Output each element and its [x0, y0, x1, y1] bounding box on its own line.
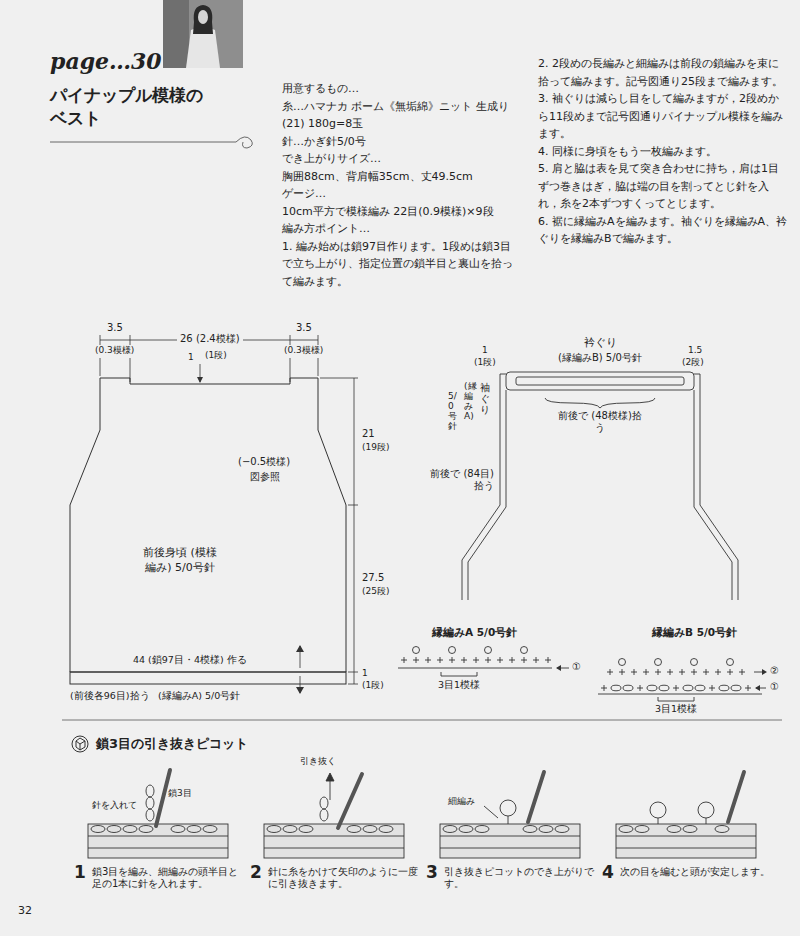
step-illustration — [616, 772, 756, 858]
part-label: 袖ぐり — [480, 382, 490, 415]
dimension-label: 1 — [362, 668, 368, 679]
materials-text: でき上がりサイズ… — [282, 150, 516, 168]
instruction-text: 3. 袖ぐりは減らし目をして編みますが，2段めから11段めまで記号図通りパイナッ… — [538, 90, 788, 143]
body-outline — [70, 370, 350, 688]
hem-band — [70, 672, 346, 684]
pickup-label: 前後で (84目)拾う — [430, 468, 494, 492]
edging-label: (縁編みA) 5/0号針 — [158, 690, 240, 701]
dimension-label: (2段) — [682, 357, 704, 368]
dimension-label: 26 (2.4模様) — [177, 333, 243, 345]
materials-text: 糸…ハマナカ ボーム《無垢綿》ニット 生成り(21) 180g=8玉 — [282, 98, 516, 133]
pattern-title: パイナップル模様の ベスト — [50, 84, 216, 130]
step-illustration — [88, 770, 228, 858]
step-text: 次の目を編むと頭が安定します。 — [620, 866, 770, 878]
materials-text: 10cm平方で模様編み 22目(0.9模様)×9段 — [282, 203, 516, 221]
repeat-label: 3目1模様 — [655, 703, 697, 714]
separator — [62, 720, 782, 721]
instruction-text: 2. 2段めの長編みと細編みは前段の鎖編みを束に拾って編みます。記号図通り25段… — [538, 55, 788, 90]
panel-label: 前後身頃 (模様編み) 5/0号針 — [143, 545, 217, 576]
dimension-lines — [100, 335, 358, 693]
dimension-label: 1.5 — [688, 345, 702, 356]
step-text: 引き抜きピコットのでき上がりです。 — [444, 866, 594, 890]
photo-hair — [193, 5, 213, 34]
edging-label: (縁編みB) 5/0号針 — [558, 352, 642, 364]
note-label: (−0.5模様) — [238, 456, 290, 468]
arrow-head — [556, 665, 561, 671]
dimension-label: (25段) — [362, 586, 389, 597]
materials-text: 胸囲88cm、背肩幅35cm、丈49.5cm — [282, 168, 516, 186]
dimension-label: (1段) — [362, 680, 384, 691]
materials-text: 編み方ポイント… — [282, 220, 516, 238]
flourish — [50, 137, 252, 148]
dimension-label: (19段) — [362, 442, 389, 453]
step-illustration — [440, 772, 580, 858]
dimension-label: (0.3模様) — [95, 345, 134, 356]
step-illustration — [264, 773, 404, 858]
dimension-label: 21 — [362, 428, 375, 440]
callout-label: 引き抜く — [300, 756, 336, 767]
instruction-text: 1. 編み始めは鎖97目作ります。1段めは鎖3目で立ち上がり、指定位置の鎖半目と… — [282, 238, 516, 291]
page-number: 32 — [18, 904, 32, 917]
dimension-label: 27.5 — [362, 572, 384, 584]
finishing-outline — [462, 372, 738, 600]
materials-column: 用意するもの…糸…ハマナカ ボーム《無垢綿》ニット 生成り(21) 180g=8… — [282, 80, 516, 290]
dimension-label: 3.5 — [296, 322, 312, 334]
body-panel: 前後身頃 (模様編み) 5/0号針 — [70, 370, 350, 688]
photo-face — [198, 10, 208, 24]
hook-label: 5/0号針 — [448, 392, 457, 432]
note-label: 図参照 — [250, 471, 280, 483]
step-text: 鎖3目を編み、細編みの頭半目と足の1本に針を入れます。 — [92, 866, 242, 890]
repeat-label: 3目1模様 — [438, 679, 480, 690]
dimension-label: 1 — [482, 345, 488, 356]
row-number: ① — [572, 661, 581, 673]
dimension-label: 3.5 — [107, 322, 123, 334]
photo — [163, 0, 243, 68]
step-number: 1 — [74, 862, 86, 882]
row-number: ② — [770, 665, 779, 677]
dimension-label: (1段) — [205, 350, 227, 361]
materials-text: 針…かぎ針5/0号 — [282, 133, 516, 151]
pickup-label: 前後で (48模様)拾う — [554, 410, 646, 434]
callout-label: 針を入れて — [92, 800, 137, 811]
materials-text: ゲージ… — [282, 185, 516, 203]
instructions-column: 2. 2段めの長編みと細編みは前段の鎖編みを束に拾って編みます。記号図通り25段… — [538, 55, 788, 248]
step-text: 針に糸をかけて矢印のように一度に引き抜きます。 — [268, 866, 418, 890]
step-number: 4 — [602, 862, 614, 882]
edging-label: (縁編みA) — [464, 382, 473, 422]
page-heading: page…30 — [50, 48, 162, 74]
photo-shade — [163, 0, 189, 68]
dimension-label: (1段) — [474, 357, 496, 368]
part-label: 衿ぐり — [584, 336, 617, 349]
dimension-label: 1 — [188, 352, 194, 363]
dimension-label: 44 (鎖97目・4模様) 作る — [133, 654, 247, 665]
step-number: 2 — [250, 862, 262, 882]
instruction-text: 6. 裾に縁編みAを編みます。袖ぐりを縁編みA、衿ぐりを縁編みBで編みます。 — [538, 213, 788, 248]
row-number: ① — [770, 681, 779, 693]
stitch-chart — [598, 659, 766, 702]
materials-text: 用意するもの… — [282, 80, 516, 98]
section-heading: 鎖3目の引き抜きピコット — [96, 736, 248, 752]
arrow-heads — [197, 377, 304, 694]
callout-label: 鎖3目 — [168, 788, 192, 799]
stitch-chart — [398, 647, 569, 677]
chart-title: 縁編みA 5/0号針 — [432, 626, 517, 639]
section-icon — [72, 736, 88, 752]
step-number: 3 — [426, 862, 438, 882]
chart-title: 縁編みB 5/0号針 — [652, 626, 737, 639]
dimension-label: (0.3模様) — [284, 345, 323, 356]
pickup-label: (前後各96目)拾う — [70, 690, 150, 701]
body-shape — [70, 378, 346, 672]
instruction-text: 4. 同様に身頃をもう一枚編みます。 — [538, 143, 788, 161]
instruction-text: 5. 肩と脇は表を見て突き合わせに持ち，肩は1目ずつ巻きはぎ，脇は端の目を割って… — [538, 160, 788, 213]
callout-label: 細編み — [448, 796, 475, 807]
arrow-head — [755, 669, 767, 691]
